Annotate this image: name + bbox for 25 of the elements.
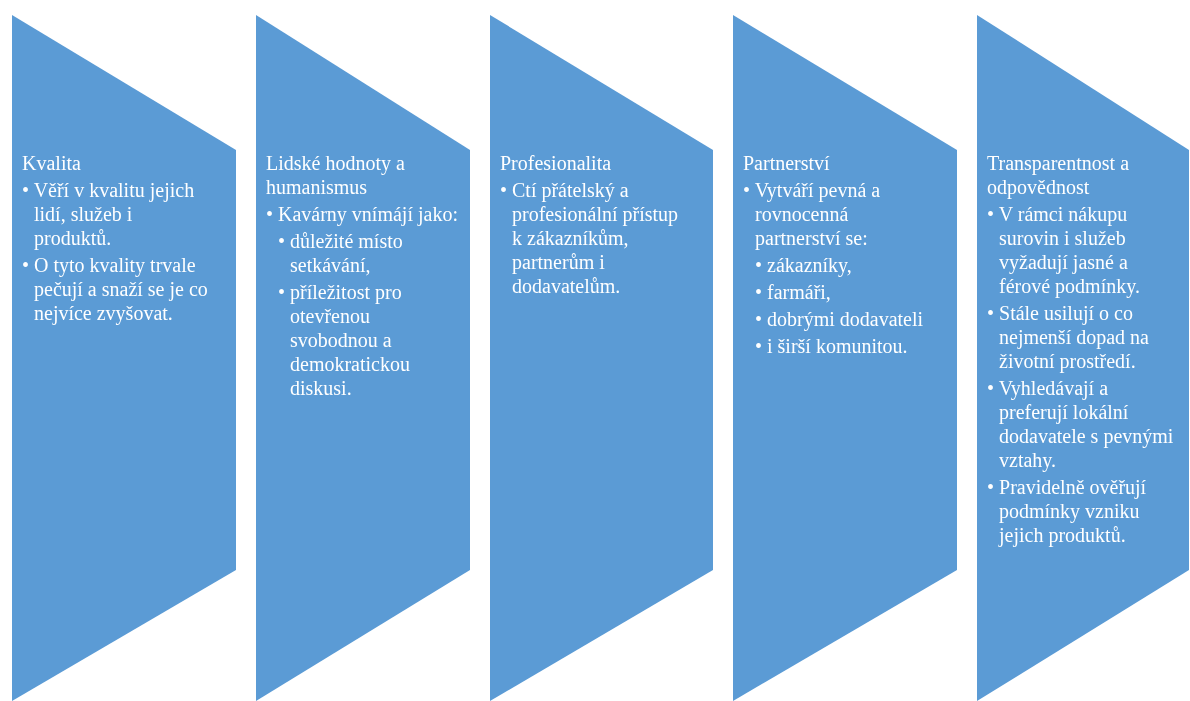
panel-heading: Profesionalita <box>500 151 613 175</box>
bullet-item: • O tyto kvality trvale pečují a snaží se je co nejvíce zvyšovat. <box>22 253 209 325</box>
chevron-panel <box>256 15 470 701</box>
bullet-item: • V rámci nákupu surovin i služeb vyžadují jasné a férové podmínky. <box>987 202 1141 298</box>
chevron-panel <box>733 15 957 701</box>
bullet-item: • zákazníky, <box>755 253 853 277</box>
panel-heading: Lidské hodnoty a humanismus <box>266 151 406 199</box>
bullet-item: • Vyhledávají a preferují lokální dodavatele s pevnými vztahy. <box>987 376 1175 472</box>
chevron-panel <box>977 15 1189 701</box>
bullet-item: • Vytváří pevná a rovnocenná partnerství se: <box>743 178 882 250</box>
bullet-item: • dobrými dodavateli <box>755 307 925 331</box>
bullet-item: • farmáři, <box>755 280 832 304</box>
bullet-item: • příležitost pro otevřenou svobodnou a demokratickou diskusi. <box>278 280 411 400</box>
bullet-item: • Ctí přátelský a profesionální přístup k zákazníkům, partnerům i dodavatelům. <box>500 178 680 298</box>
bullet-item: • Věří v kvalitu jejich lidí, služeb i produktů. <box>22 178 196 250</box>
chevron-panel <box>490 15 713 701</box>
chevron-panel <box>12 15 236 701</box>
bullet-item: • Pravidelně ověřují podmínky vzniku jejich produktů. <box>987 475 1148 547</box>
panel-heading: Partnerství <box>743 151 831 175</box>
panel-heading: Transparentnost a odpovědnost <box>987 151 1131 199</box>
panel-heading: Kvalita <box>22 151 82 175</box>
bullet-item: • i širší komunitou. <box>755 334 909 358</box>
bullet-item: • důležité místo setkávání, <box>278 229 404 277</box>
bullet-item: • Stále usilují o co nejmenší dopad na životní prostředí. <box>987 301 1150 373</box>
bullet-item: • Kavárny vnímájí jako: <box>266 202 458 226</box>
